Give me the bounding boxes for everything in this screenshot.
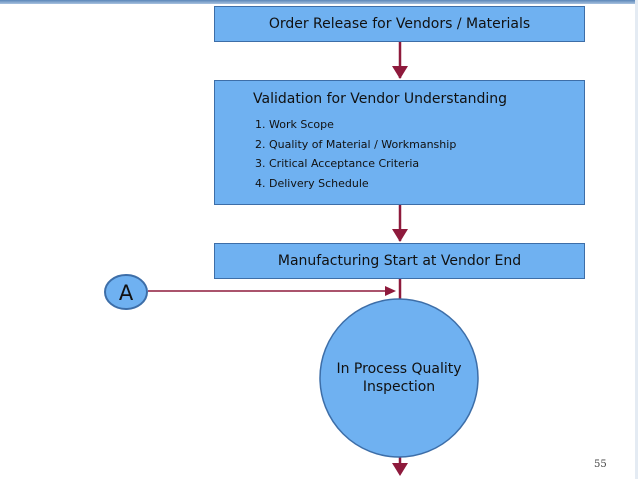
arrowhead-4 [392, 463, 408, 476]
top-accent-bar [0, 0, 638, 4]
list-item: 2. Quality of Material / Workmanship [255, 137, 457, 151]
step-manufacturing-start-label: Manufacturing Start at Vendor End [277, 253, 522, 269]
arrowhead-2 [392, 229, 408, 242]
list-item: 1. Work Scope [255, 118, 334, 131]
list-item: 3. Critical Acceptance Criteria [255, 157, 420, 170]
validation-list: 1. Work Scope 2. Quality of Material / W… [255, 115, 456, 193]
connector-a-circle [104, 274, 148, 310]
step-manufacturing-start: Manufacturing Start at Vendor End [214, 243, 585, 279]
step-validation-title: Validation for Vendor Understanding [253, 91, 508, 107]
list-item: 4. Delivery Schedule [255, 176, 369, 190]
arrowhead-1 [392, 66, 408, 79]
arrowhead-connector-a [385, 286, 396, 296]
step-validation: Validation for Vendor Understanding 1. W… [214, 80, 585, 205]
connector-a-label: A [118, 281, 134, 305]
page-number: 55 [594, 459, 607, 470]
step-order-release-label: Order Release for Vendors / Materials [268, 16, 531, 32]
inspection-circle [319, 298, 479, 458]
inspection-label: In Process Quality Inspection [336, 361, 462, 395]
step-order-release: Order Release for Vendors / Materials [214, 6, 585, 42]
right-edge-strip [635, 0, 638, 479]
